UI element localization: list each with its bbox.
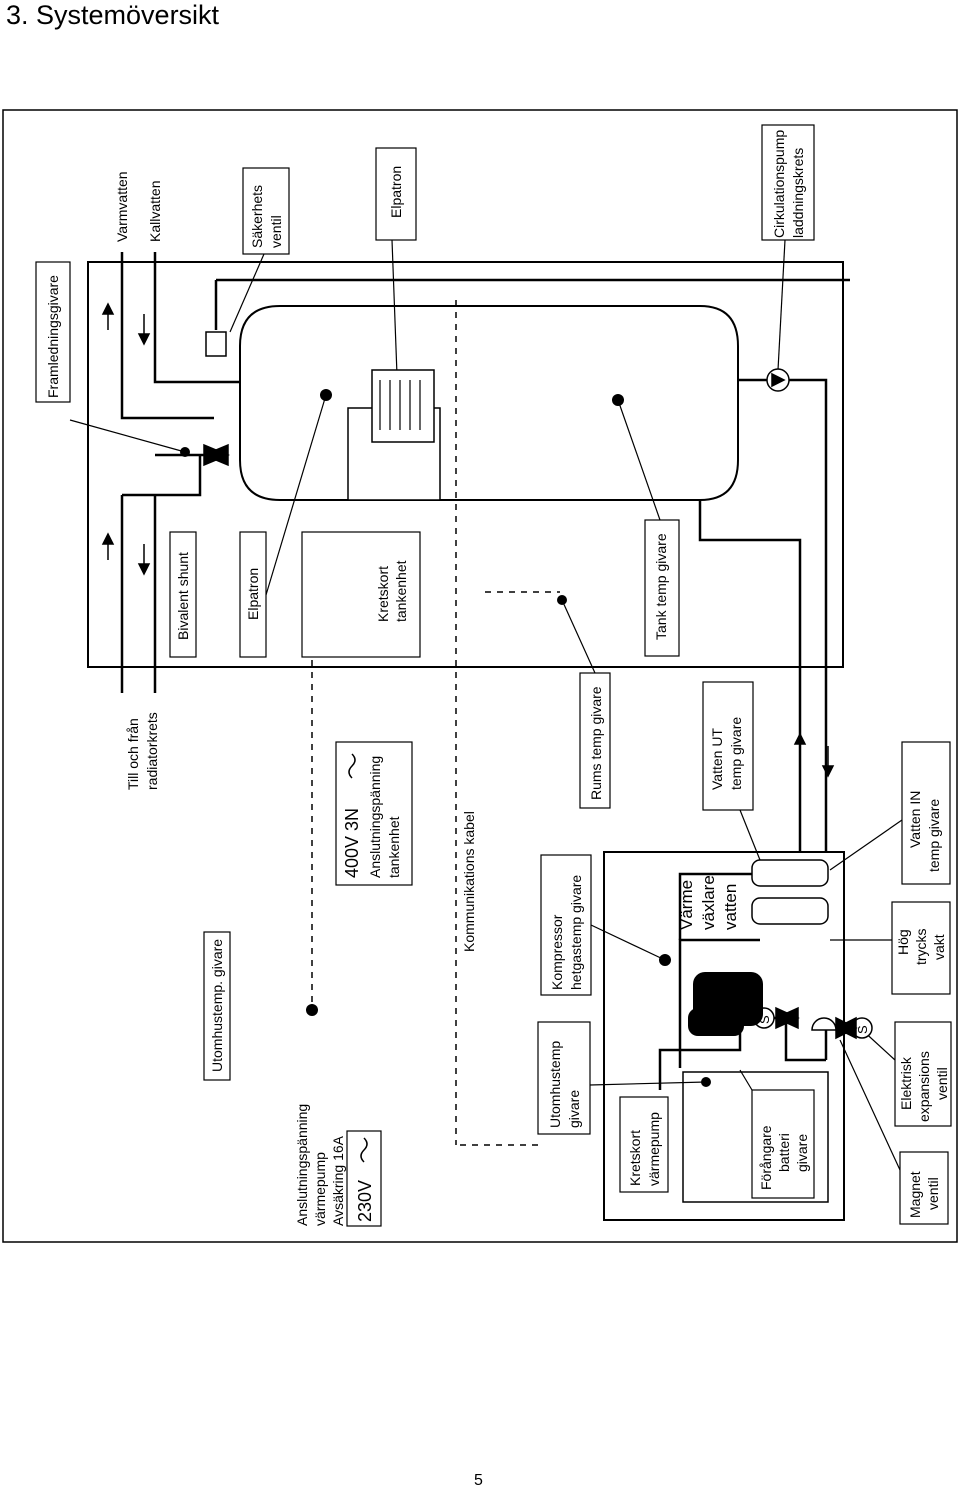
label-elpatron-mid: Elpatron xyxy=(245,568,261,620)
tank-unit-box xyxy=(87,261,844,668)
label-vatten-in-1: Vatten IN xyxy=(907,791,923,848)
label-ansl-tank-2: tankenhet xyxy=(386,816,402,878)
label-kallvatten: Kallvatten xyxy=(147,181,163,242)
heat-pump-box xyxy=(603,851,845,1221)
label-radiator-2: radiatorkrets xyxy=(144,712,160,790)
box-vatten-in xyxy=(901,741,951,885)
label-ansl-vp-2: värmepump xyxy=(312,1152,328,1226)
label-varmvatten: Varmvatten xyxy=(114,171,130,242)
label-forangare-1: Förångare xyxy=(758,1125,774,1190)
label-kompressor-2: hetgastemp givare xyxy=(568,875,584,990)
water-tank xyxy=(239,305,739,501)
label-varme-3: vatten xyxy=(721,884,740,930)
label-kretskort-vp-1: Kretskort xyxy=(627,1130,643,1186)
label-magnet-1: Magnet xyxy=(907,1171,923,1218)
label-vatten-in-2: temp givare xyxy=(926,799,942,872)
box-magnet xyxy=(899,1151,949,1225)
label-ansl-vp-3: Avsäkring 16A xyxy=(330,1135,346,1226)
box-utomhus-top xyxy=(203,931,231,1081)
box-framledningsgivare xyxy=(35,261,71,403)
box-kretskort-vp xyxy=(619,1096,669,1193)
label-hog-2: trycks xyxy=(913,928,929,965)
box-hog xyxy=(891,901,951,995)
page-title: 3. Systemöversikt xyxy=(6,0,220,30)
heat-pump-board-box xyxy=(682,1071,829,1203)
label-utomhus-top: Utomhustemp. givare xyxy=(209,939,225,1072)
box-sakerhets xyxy=(242,167,290,255)
box-utomhus-bot xyxy=(537,1021,591,1135)
label-varme-1: Värme xyxy=(677,880,696,930)
label-bivalent: Bivalent shunt xyxy=(175,552,191,640)
label-tank-temp: Tank temp givare xyxy=(653,533,669,640)
box-forangare xyxy=(751,1089,815,1199)
box-kretskort-tank xyxy=(301,531,421,658)
label-elektrisk-3: ventil xyxy=(934,1067,950,1100)
label-forangare-3: givare xyxy=(794,1134,810,1172)
label-sakerhets-2: ventil xyxy=(268,215,284,248)
box-elektrisk xyxy=(894,1021,952,1127)
label-utomhus-bot-1: Utomhustemp xyxy=(547,1041,563,1128)
box-elpatron-top xyxy=(375,147,417,241)
label-kretskort-vp-2: värmepump xyxy=(646,1112,662,1186)
label-elpatron-top: Elpatron xyxy=(388,166,404,218)
label-radiator-1: Till och från xyxy=(125,718,141,790)
label-ansl-vp-1: Anslutningspänning xyxy=(294,1104,310,1226)
label-230v: 230V xyxy=(355,1180,375,1222)
box-400v xyxy=(335,741,413,886)
label-s1: S xyxy=(757,1015,772,1024)
box-bivalent xyxy=(169,531,197,658)
label-hog-1: Hög xyxy=(895,929,911,955)
label-komm: Kommunikations kabel xyxy=(461,811,477,952)
label-forangare-2: batteri xyxy=(776,1133,792,1172)
label-kretskort-tank-2: tankenhet xyxy=(393,560,409,622)
label-cirk-2: laddningskrets xyxy=(790,148,806,238)
label-ansl-tank-1: Anslutningspänning xyxy=(367,756,383,878)
label-400v: 400V 3N xyxy=(342,808,362,878)
label-utomhus-bot-2: givare xyxy=(566,1090,582,1128)
label-vatten-ut-2: temp givare xyxy=(728,717,744,790)
box-230v xyxy=(346,1130,382,1227)
outer-frame xyxy=(2,109,958,1243)
label-kompressor-1: Kompressor xyxy=(549,914,565,990)
label-kretskort-tank-1: Kretskort xyxy=(375,566,391,622)
label-magnet-2: ventil xyxy=(925,1177,941,1210)
page-number: 5 xyxy=(474,1472,483,1489)
label-s2: S xyxy=(855,1025,870,1034)
label-elektrisk-2: expansions xyxy=(916,1051,932,1122)
label-vatten-ut-1: Vatten UT xyxy=(709,728,725,790)
label-varme-2: växlare xyxy=(699,875,718,930)
label-elektrisk-1: Elektrisk xyxy=(898,1056,914,1110)
box-vatten-ut xyxy=(702,681,754,811)
label-sakerhets-1: Säkerhets xyxy=(249,185,265,248)
label-rums: Rums temp givare xyxy=(588,686,604,800)
box-tank-temp xyxy=(644,519,680,657)
label-cirk-1: Cirkulationspump xyxy=(771,130,787,238)
label-framledningsgivare: Framledningsgivare xyxy=(45,275,61,398)
box-cirk xyxy=(761,124,815,241)
label-hog-3: vakt xyxy=(931,934,947,960)
